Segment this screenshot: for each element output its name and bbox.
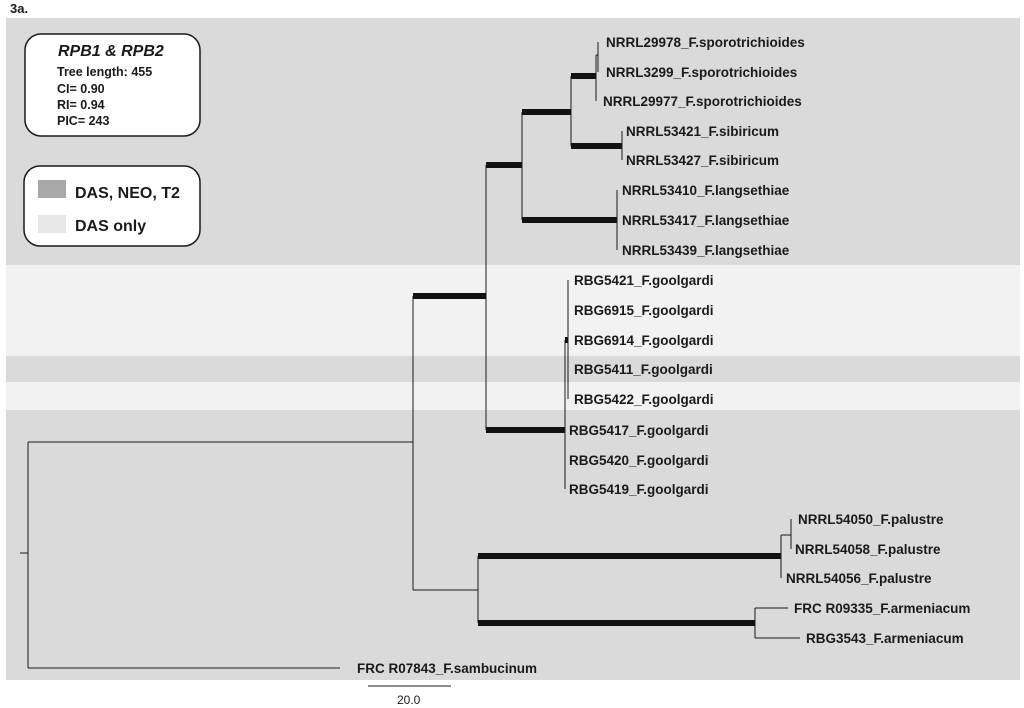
legend-box: DAS, NEO, T2 DAS only <box>23 165 201 247</box>
taxon-label: NRRL53417_F.langsethiae <box>622 213 790 228</box>
taxon-label: NRRL53439_F.langsethiae <box>622 243 790 258</box>
scale-bar: 20.0 <box>368 685 451 707</box>
taxon-label: NRRL53421_F.sibiricum <box>626 124 779 139</box>
stats-ri: RI= 0.94 <box>57 98 105 112</box>
stats-box-frame <box>24 33 201 137</box>
taxon-label: NRRL29978_F.sporotrichioides <box>606 35 805 50</box>
taxon-label: RBG5419_F.goolgardi <box>569 482 709 497</box>
scale-bar-label: 20.0 <box>397 693 421 707</box>
taxon-label: NRRL53410_F.langsethiae <box>622 183 790 198</box>
legend-swatch-das-neo-t2 <box>38 180 66 198</box>
stats-pic: PIC= 243 <box>57 114 110 128</box>
legend-label-das-only: DAS only <box>75 218 146 235</box>
stats-ci: CI= 0.90 <box>57 82 105 96</box>
legend-swatch-das-only <box>38 215 66 233</box>
panel-label: 3a. <box>10 1 28 16</box>
band-das-only-1 <box>6 265 1020 356</box>
stats-tree-length: Tree length: 455 <box>57 65 152 79</box>
taxon-label: RBG3543_F.armeniacum <box>806 631 964 646</box>
legend-label-das-neo-t2: DAS, NEO, T2 <box>75 185 180 202</box>
taxon-label: RBG6915_F.goolgardi <box>574 303 714 318</box>
taxon-label: NRRL3299_F.sporotrichioides <box>606 65 797 80</box>
toxin-bands <box>6 18 1020 680</box>
taxon-label: NRRL29977_F.sporotrichioides <box>603 94 802 109</box>
taxon-label: RBG6914_F.goolgardi <box>574 333 714 348</box>
taxon-label: NRRL54058_F.palustre <box>795 542 941 557</box>
taxon-label: NRRL54056_F.palustre <box>786 571 932 586</box>
taxon-label: RBG5417_F.goolgardi <box>569 423 709 438</box>
taxon-label: FRC R07843_F.sambucinum <box>357 661 537 676</box>
taxon-label: NRRL53427_F.sibiricum <box>626 153 779 168</box>
taxon-label: RBG5422_F.goolgardi <box>574 392 714 407</box>
band-das-only-2 <box>6 382 1020 410</box>
band-das-neo-t2-bottom <box>6 410 1020 680</box>
taxon-label: NRRL54050_F.palustre <box>798 512 944 527</box>
band-das-neo-t2-mid <box>6 356 1020 382</box>
stats-title: RPB1 & RPB2 <box>58 43 164 60</box>
stats-box: RPB1 & RPB2 Tree length: 455 CI= 0.90 RI… <box>24 33 201 137</box>
taxon-labels: NRRL29978_F.sporotrichioidesNRRL3299_F.s… <box>357 35 970 676</box>
tree-branches <box>20 42 800 669</box>
taxon-label: RBG5421_F.goolgardi <box>574 273 714 288</box>
taxon-label: RBG5411_F.goolgardi <box>574 362 713 377</box>
legend-frame <box>23 165 201 247</box>
taxon-label: FRC R09335_F.armeniacum <box>794 601 970 616</box>
taxon-label: RBG5420_F.goolgardi <box>569 453 709 468</box>
